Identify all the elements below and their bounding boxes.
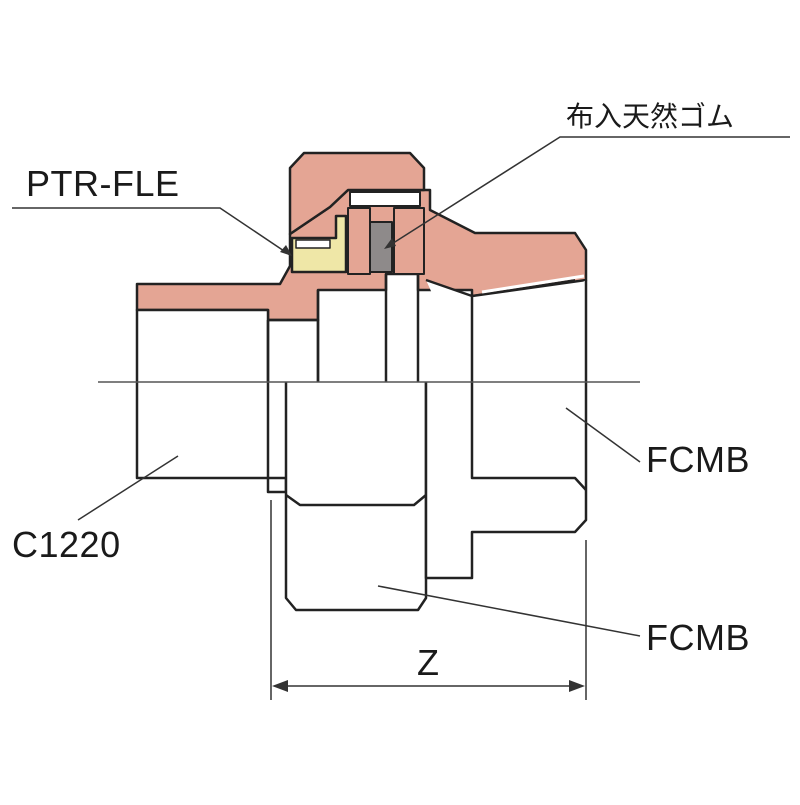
label-body-material: FCMB: [646, 439, 750, 480]
body-wall: [471, 279, 576, 297]
inner-ring-2: [393, 207, 425, 275]
leader-body: [565, 407, 641, 463]
label-nut-material: FCMB: [646, 617, 750, 658]
threaded-body: [424, 278, 588, 580]
leader-arrow-gasket: [280, 245, 292, 256]
gasket-slot: [295, 239, 331, 249]
label-rubber: 布入天然ゴム: [566, 100, 735, 133]
body-inner-line: [470, 382, 587, 491]
tail-walls: [316, 274, 420, 382]
dim-arrow-left: [272, 680, 288, 692]
leader-arrow-rubber: [384, 238, 396, 249]
copper-pipe-body: [135, 308, 288, 494]
label-pipe-material: C1220: [12, 524, 121, 565]
leader-rubber: [386, 136, 790, 248]
union-nut-cap: [288, 151, 426, 236]
nut-slot: [349, 191, 421, 207]
union-nut-hex: [284, 382, 428, 612]
nut-chamfer: [285, 493, 427, 507]
label-dimension: Z: [417, 642, 440, 683]
body-highlight: [481, 274, 585, 294]
leader-nut: [377, 585, 641, 637]
leader-pipe: [77, 455, 179, 521]
label-gasket: PTR-FLE: [26, 163, 180, 204]
inner-ring: [347, 207, 371, 275]
leader-gasket: [12, 207, 291, 256]
pipe-inner-wall: [266, 318, 320, 382]
dim-arrow-right: [569, 680, 585, 692]
